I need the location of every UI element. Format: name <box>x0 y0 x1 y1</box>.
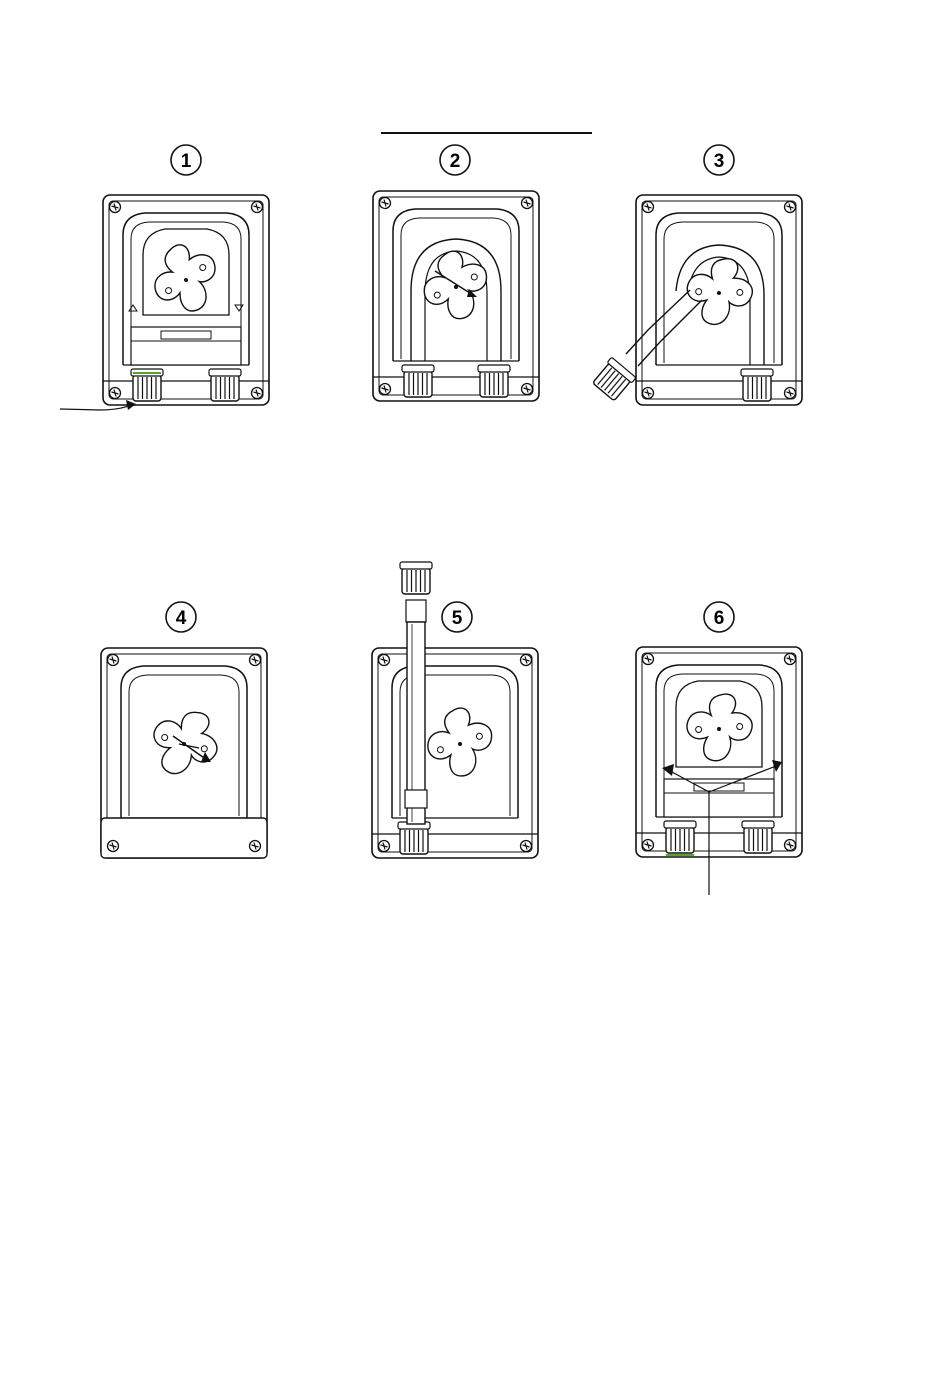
step-2-pump <box>373 191 539 401</box>
step-5-badge: 5 <box>442 602 472 632</box>
step-4-pump <box>101 648 267 858</box>
step-5-pump <box>372 648 538 858</box>
step-2-badge: 2 <box>440 145 470 175</box>
step-3-number: 3 <box>714 151 725 172</box>
step-1-number: 1 <box>181 151 192 172</box>
step-3-panel: 3 <box>591 145 802 405</box>
step-3-pump <box>636 195 802 405</box>
step-3-badge: 3 <box>704 145 734 175</box>
step-6-number: 6 <box>714 608 725 629</box>
step-4-badge: 4 <box>166 602 196 632</box>
step-5-panel: 5 <box>372 562 538 858</box>
step-4-panel: 4 <box>101 602 267 858</box>
step-6-badge: 6 <box>704 602 734 632</box>
step-1-panel: 1 <box>60 145 269 410</box>
step-2-panel: 2 <box>373 145 539 401</box>
step-5-number: 5 <box>452 608 463 629</box>
step-1-badge: 1 <box>171 145 201 175</box>
step-4-number: 4 <box>176 608 187 629</box>
step-6-panel: 6 <box>636 602 802 895</box>
step-6-pump <box>636 647 802 857</box>
step-1-pump <box>103 195 269 405</box>
step-2-number: 2 <box>450 151 461 172</box>
